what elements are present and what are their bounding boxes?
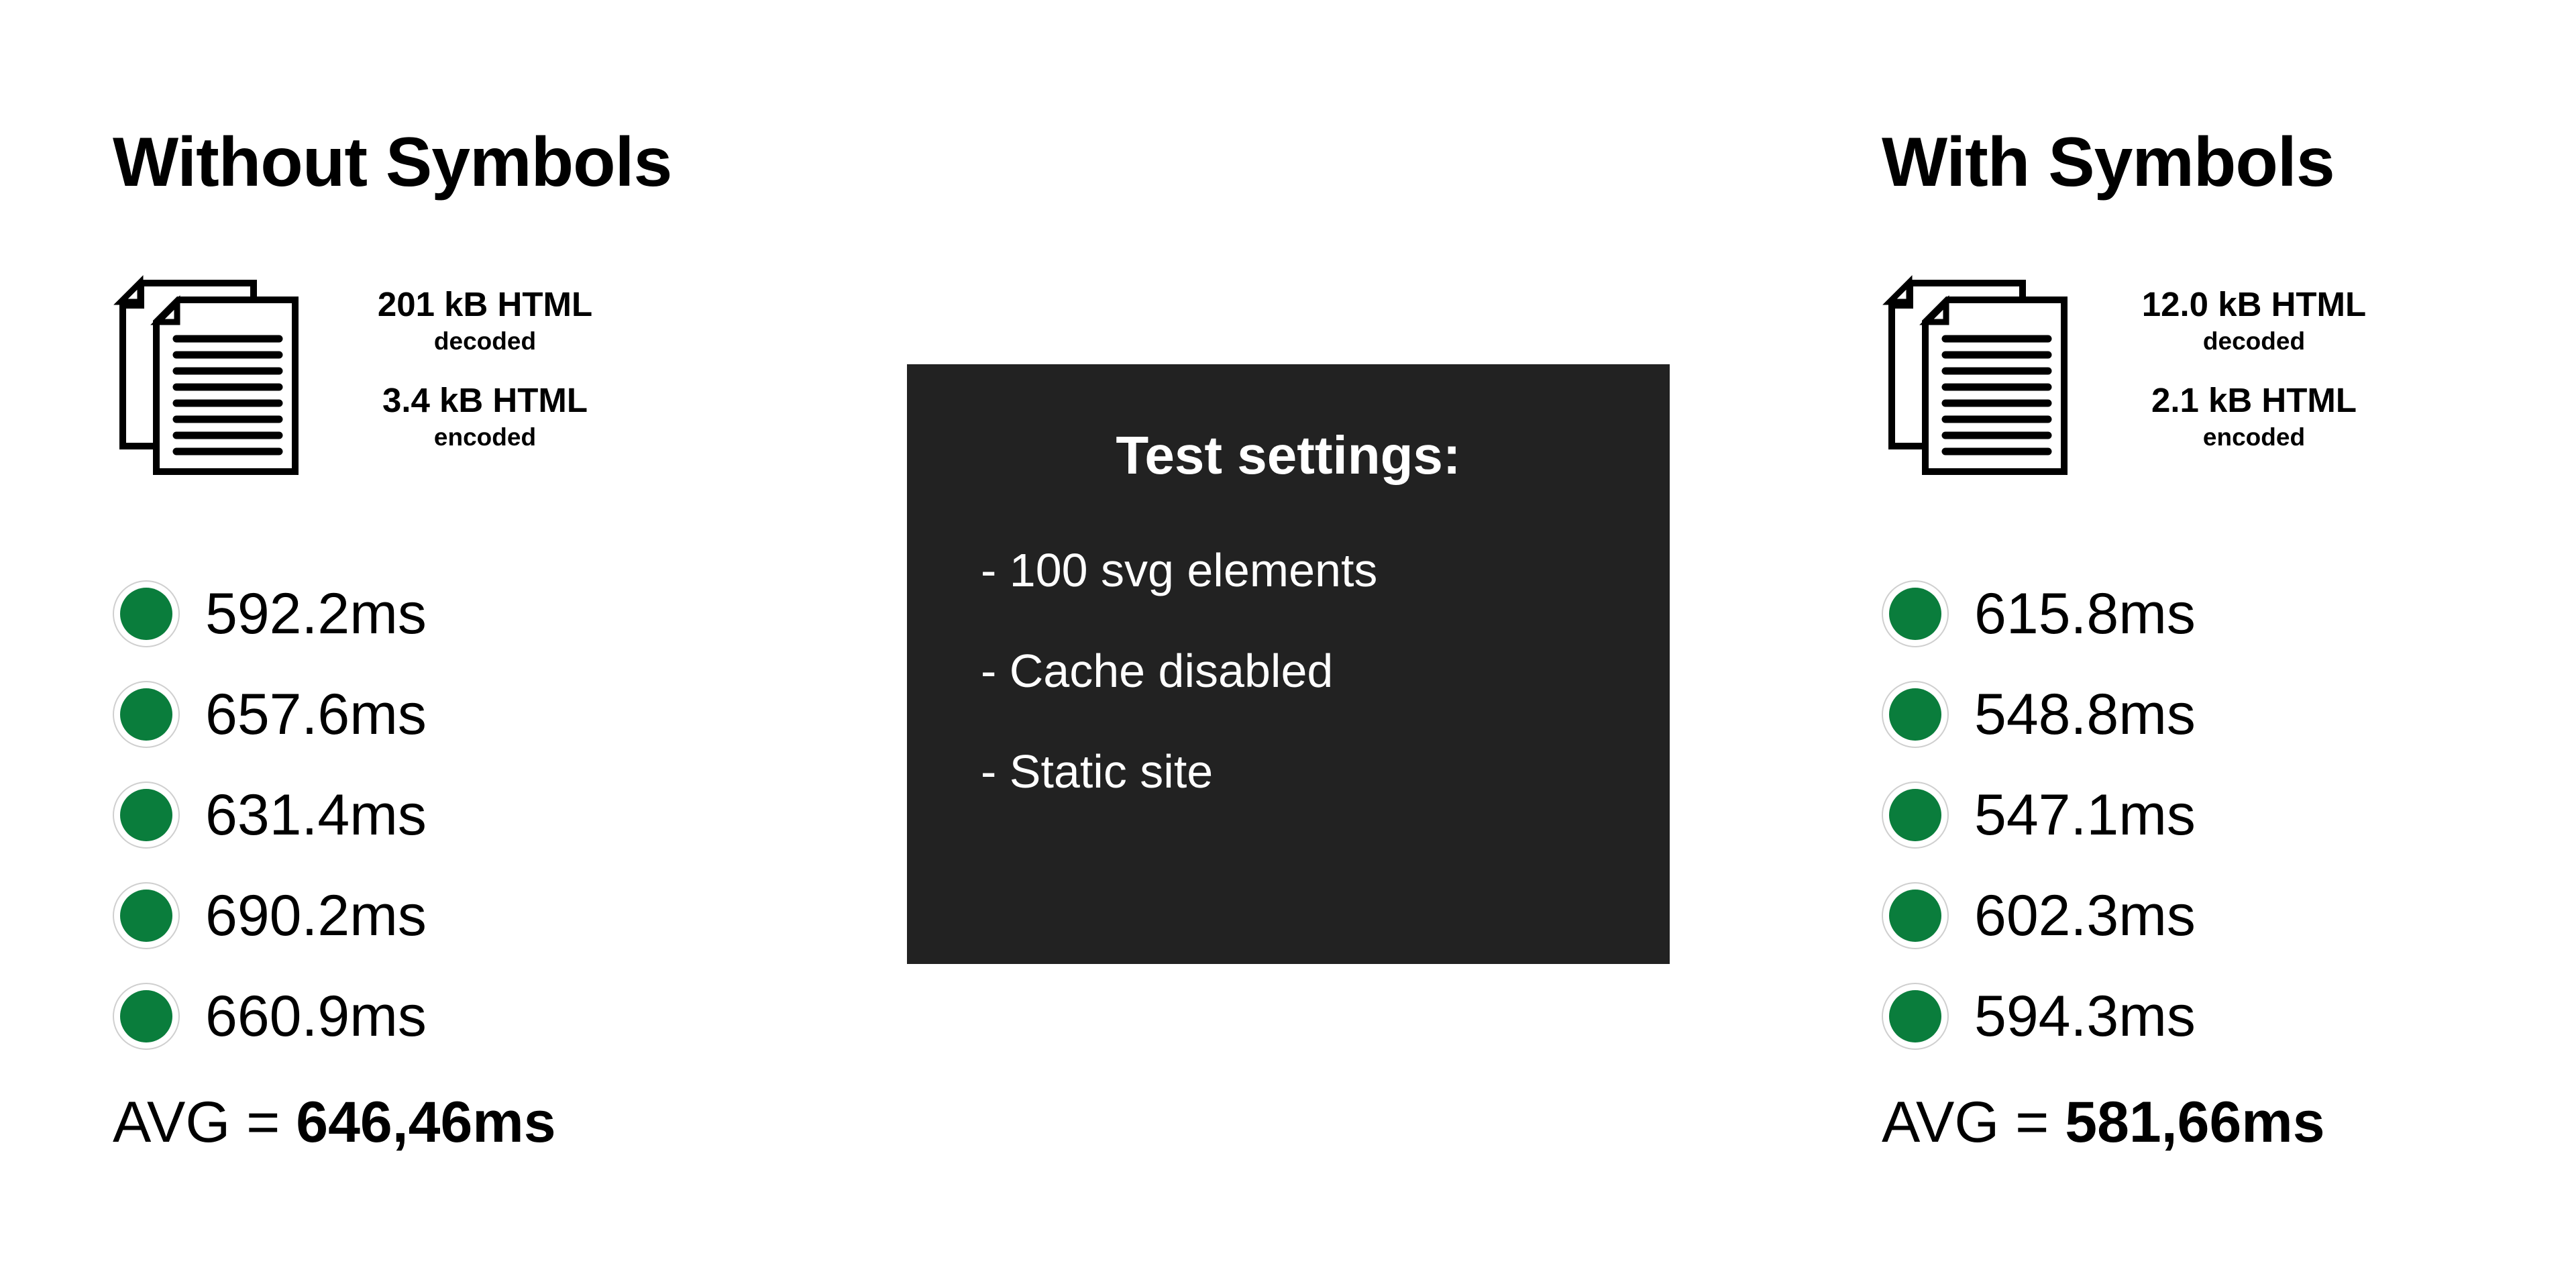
status-dot-icon [113,681,180,748]
timing-value: 602.3ms [1974,883,2196,948]
average-line-right: AVG = 581,66ms [1882,1093,2325,1151]
size-labels-right: 12.0 kB HTML decoded 2.1 kB HTML encoded [2120,286,2388,451]
timing-value: 594.3ms [1974,984,2196,1049]
html-encoded-size-left: 3.4 kB HTML [382,381,588,420]
timing-value: 660.9ms [205,984,427,1049]
html-encoded-caption-left: encoded [433,423,537,451]
page-title-with-symbols: With Symbols [1882,123,2335,201]
status-dot-icon [1882,580,1949,647]
settings-item: - 100 svg elements [981,544,1378,596]
size-block-right: 12.0 kB HTML decoded 2.1 kB HTML encoded [1882,272,2388,486]
column-without-symbols: Without Symbols [113,0,918,1288]
html-decoded-caption-right: decoded [2202,327,2306,355]
timing-row: 602.3ms [1882,865,2196,966]
timing-row: 547.1ms [1882,765,2196,865]
timing-row: 657.6ms [113,664,427,765]
timing-value: 615.8ms [1974,582,2196,646]
status-dot-icon [113,983,180,1050]
timing-row: 660.9ms [113,966,427,1067]
timing-row: 548.8ms [1882,664,2196,765]
timing-value: 657.6ms [205,682,427,747]
average-label: AVG = [1882,1090,2065,1155]
html-decoded-size-right: 12.0 kB HTML [2141,285,2367,323]
settings-item: - Cache disabled [981,645,1334,697]
size-labels-left: 201 kB HTML decoded 3.4 kB HTML encoded [351,286,619,451]
size-block-left: 201 kB HTML decoded 3.4 kB HTML encoded [113,272,619,486]
timing-value: 631.4ms [205,783,427,847]
page-title-without-symbols: Without Symbols [113,123,672,201]
average-label: AVG = [113,1090,297,1155]
test-settings-title: Test settings: [1116,425,1461,485]
average-value: 646,46ms [296,1090,556,1155]
html-encoded-caption-right: encoded [2202,423,2306,451]
status-dot-icon [113,580,180,647]
average-value: 581,66ms [2065,1090,2325,1155]
test-settings-list: - 100 svg elements - Cache disabled - St… [907,547,1670,795]
html-decoded-size-left: 201 kB HTML [377,285,593,323]
status-dot-icon [1882,681,1949,748]
timing-row: 592.2ms [113,564,427,664]
timing-row: 631.4ms [113,765,427,865]
documents-icon [113,272,314,486]
timing-value: 592.2ms [205,582,427,646]
timings-list-right: 615.8ms 548.8ms 547.1ms 602.3ms 594.3ms [1882,564,2196,1067]
timing-row: 594.3ms [1882,966,2196,1067]
timing-value: 548.8ms [1974,682,2196,747]
status-dot-icon [1882,882,1949,949]
timing-row: 690.2ms [113,865,427,966]
html-decoded-caption-left: decoded [433,327,537,355]
timing-row: 615.8ms [1882,564,2196,664]
timings-list-left: 592.2ms 657.6ms 631.4ms 690.2ms 660.9ms [113,564,427,1067]
timing-value: 547.1ms [1974,783,2196,847]
timing-value: 690.2ms [205,883,427,948]
test-settings-panel: Test settings: - 100 svg elements - Cach… [907,364,1670,964]
average-line-left: AVG = 646,46ms [113,1093,556,1151]
settings-item: - Static site [981,745,1214,798]
status-dot-icon [113,882,180,949]
status-dot-icon [1882,782,1949,849]
status-dot-icon [113,782,180,849]
html-encoded-size-right: 2.1 kB HTML [2151,381,2357,420]
documents-icon [1882,272,2083,486]
column-with-symbols: With Symbols [1882,0,2576,1288]
status-dot-icon [1882,983,1949,1050]
